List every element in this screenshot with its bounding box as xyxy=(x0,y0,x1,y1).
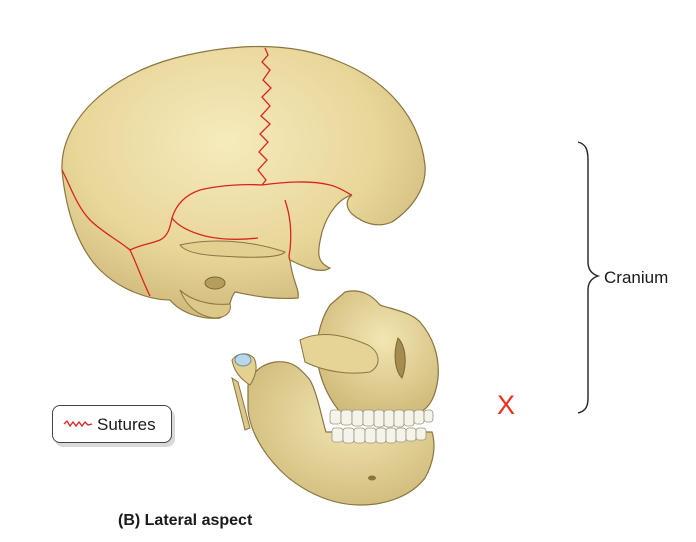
sutures-legend: Sutures xyxy=(52,405,172,443)
mastoid-process xyxy=(179,289,231,319)
upper-teeth xyxy=(329,409,434,428)
sphenosquamous-suture xyxy=(284,199,292,261)
lambdoid-suture xyxy=(61,169,151,297)
cranium-bracket xyxy=(577,141,601,414)
lower-teeth xyxy=(331,427,427,444)
cranium-label: Cranium xyxy=(604,268,669,287)
zygomatic-bone xyxy=(299,334,379,374)
external-acoustic-meatus xyxy=(204,276,226,290)
articular-disc xyxy=(234,353,252,367)
suture-legend-icon xyxy=(63,419,93,428)
nasal-aperture xyxy=(394,337,406,379)
mental-foramen xyxy=(368,475,376,481)
styloid-process xyxy=(231,376,251,431)
suture-lines xyxy=(61,47,353,297)
figure-caption: (B) Lateral aspect xyxy=(118,512,253,529)
parietomastoid-suture xyxy=(261,181,353,196)
calvaria-bone xyxy=(61,45,426,319)
x-marker: X xyxy=(497,390,516,420)
sutures-legend-label: Sutures xyxy=(97,415,156,434)
occipitomastoid-suture xyxy=(171,217,259,240)
zygomatic-arch xyxy=(179,240,286,258)
coronal-suture xyxy=(257,47,272,186)
